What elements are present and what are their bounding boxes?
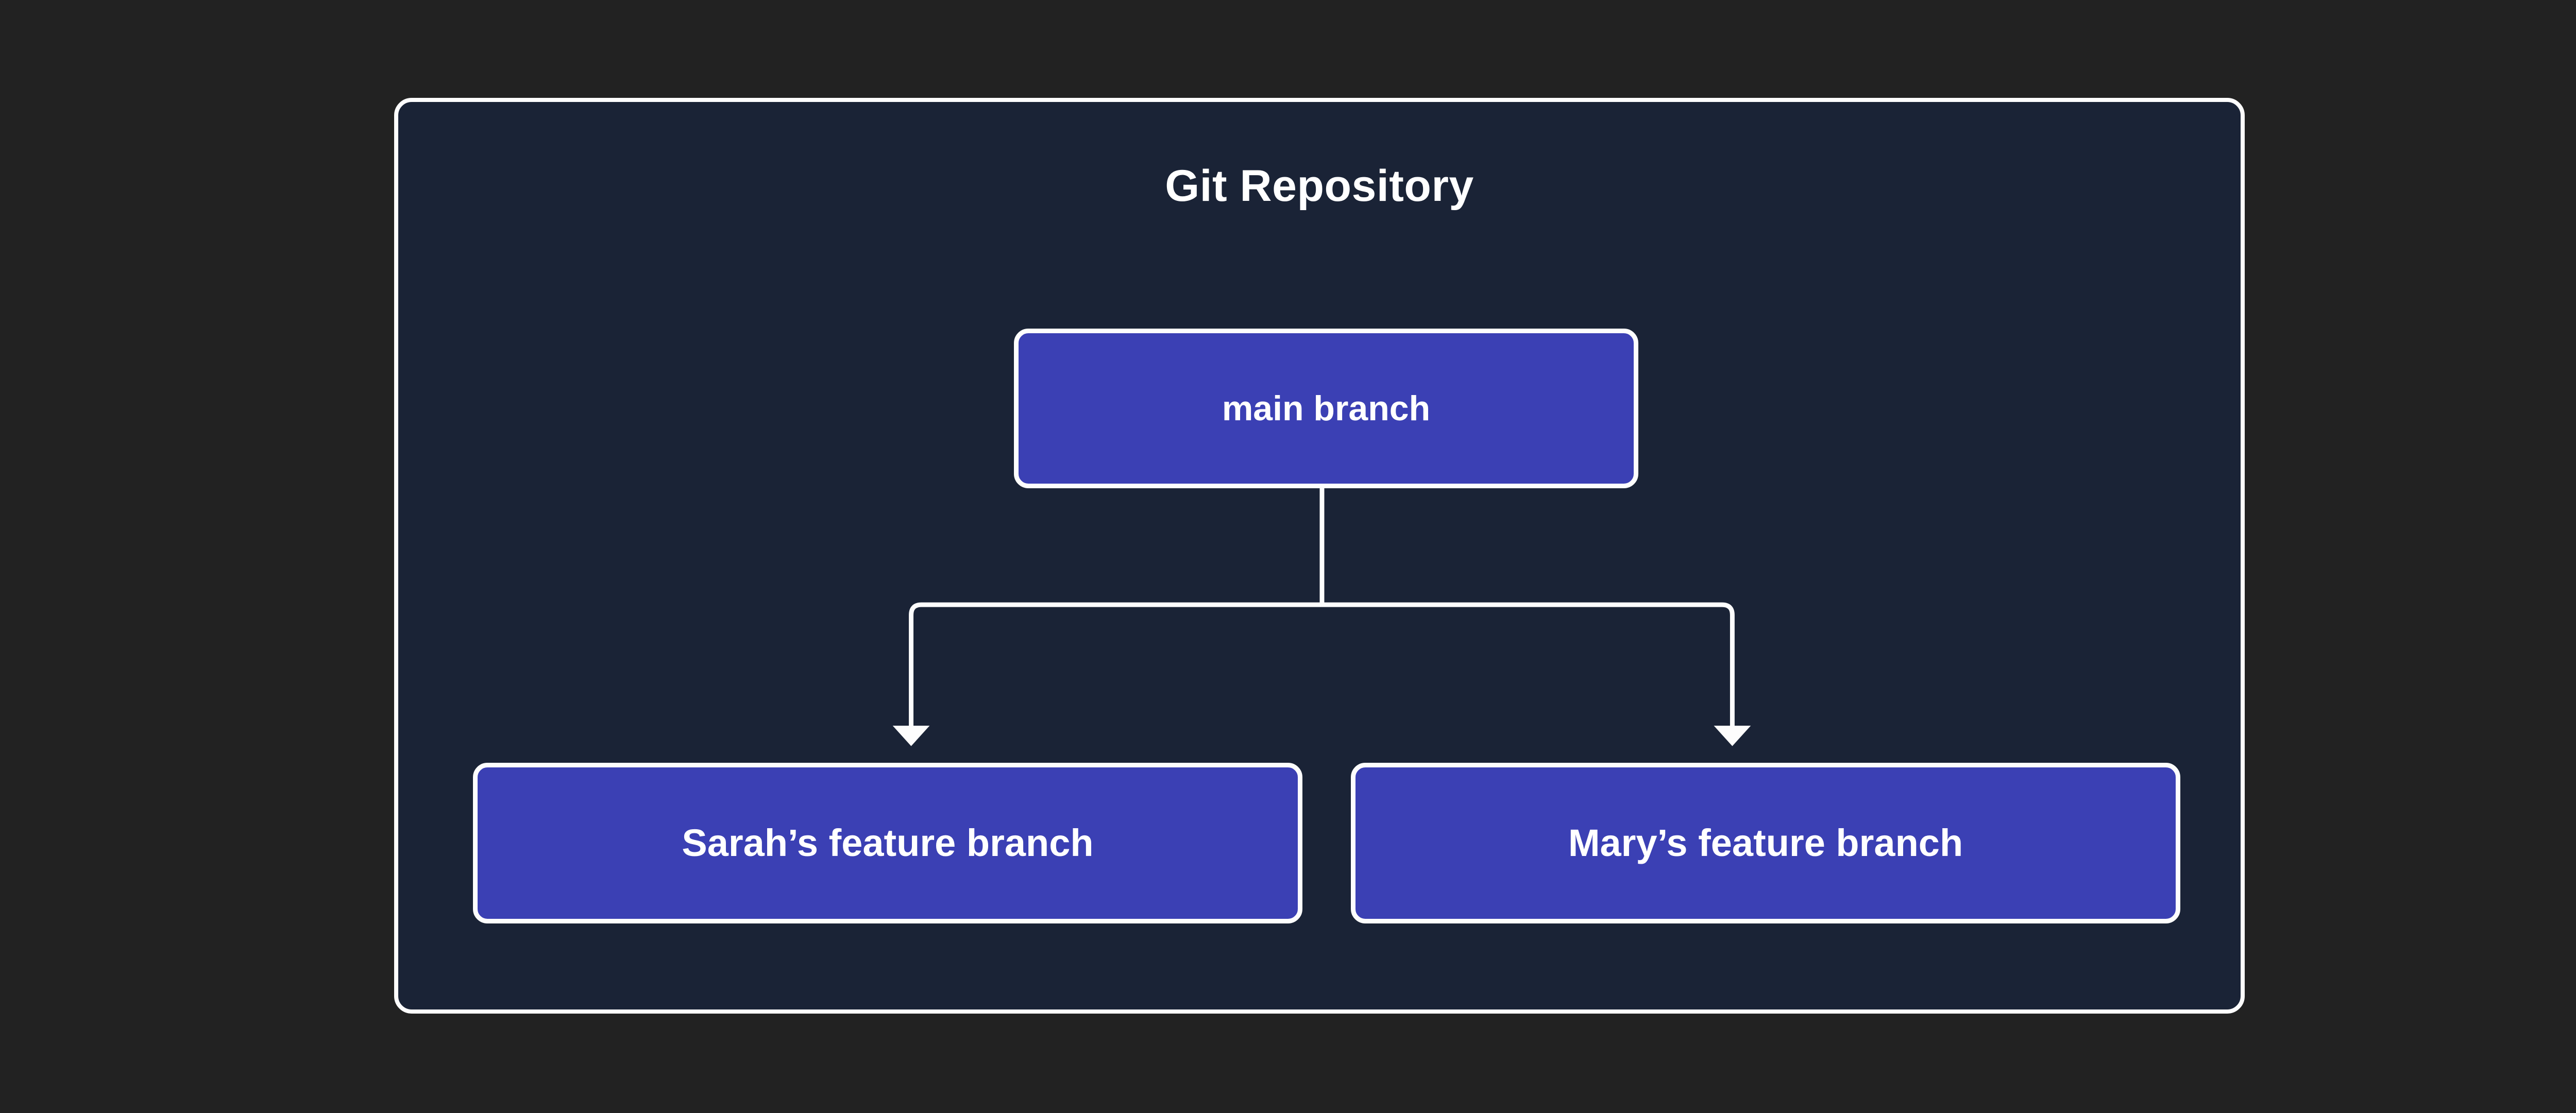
git-repository-panel: Git Repository main branch Sarah’s featu… xyxy=(394,98,2245,1014)
branch-node-mary-feature[interactable]: Mary’s feature branch xyxy=(1351,763,2180,923)
arrowhead-sarah-icon xyxy=(892,726,930,746)
connector-to-mary xyxy=(1321,602,1735,726)
branch-node-main[interactable]: main branch xyxy=(1014,329,1638,488)
branch-node-sarah-label: Sarah’s feature branch xyxy=(682,821,1094,864)
arrowhead-mary-icon xyxy=(1714,726,1751,746)
branch-node-mary-label: Mary’s feature branch xyxy=(1568,821,1963,864)
connector-to-sarah xyxy=(909,602,1322,726)
branch-node-main-label: main branch xyxy=(1222,389,1431,428)
branch-node-sarah-feature[interactable]: Sarah’s feature branch xyxy=(473,763,1302,923)
page-title: Git Repository xyxy=(1165,161,1474,211)
